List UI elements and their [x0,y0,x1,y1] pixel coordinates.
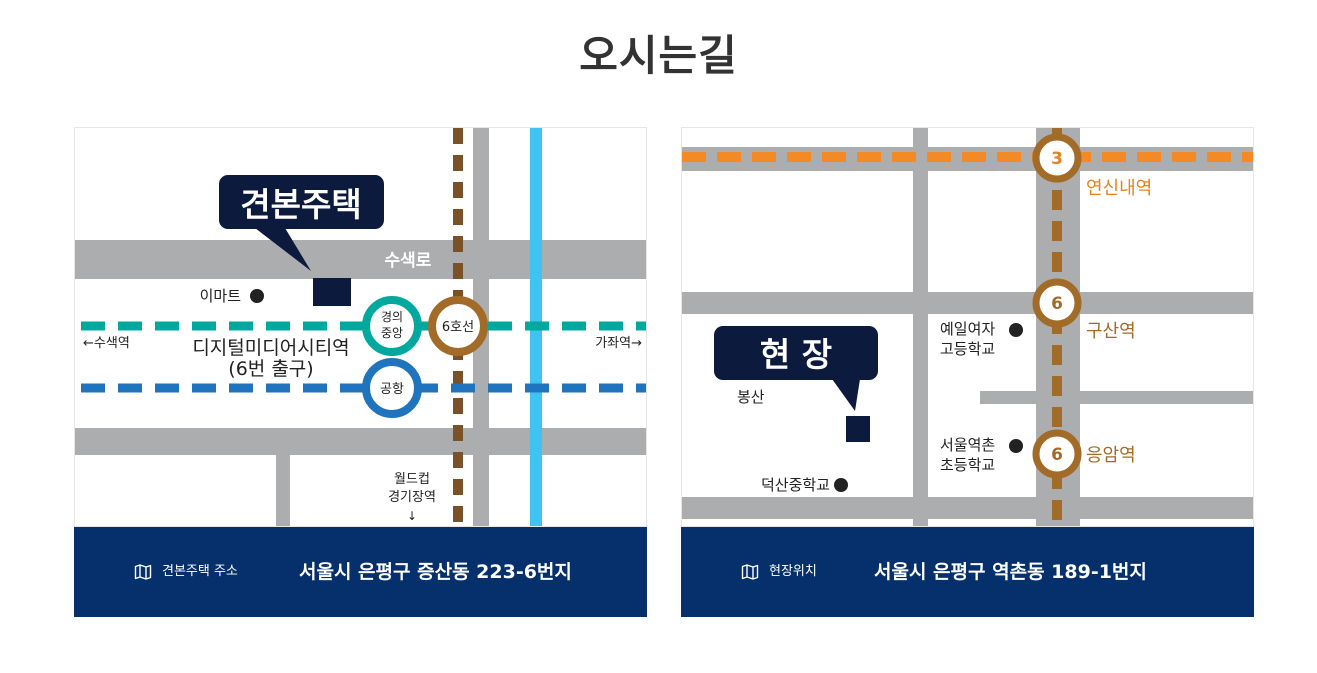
road-bottom [682,497,1253,519]
line6-badge [428,296,488,356]
site-map: 현 장 봉산 예일여자 고등학교 서울역촌 초등학교 덕산중학교 3 연신내역 … [681,127,1254,527]
school-yeil-2: 고등학교 [940,340,995,358]
east-direction-label: 가좌역→ [595,336,642,351]
school-yeokchon-1: 서울역촌 [940,436,995,454]
worldcup-arrow: ↓ [407,509,417,523]
school-yeil-1: 예일여자 [940,320,995,338]
line6-badge-text: 6호선 [442,320,474,335]
gyeongui-badge-text-2: 중앙 [381,326,403,340]
site-callout-text: 현 장 [760,335,832,374]
line6-badge-eungam-text: 6 [1051,445,1063,465]
school-yeokchon-2: 초등학교 [940,456,995,474]
model-house-callout-tail [255,228,311,271]
model-house-address-label: 견본주택 주소 [162,564,238,579]
west-direction-label: ←수색역 [83,336,130,351]
airport-badge-text: 공항 [380,382,404,397]
road-vertical-small [276,455,290,526]
emart-label: 이마트 [200,287,242,305]
airport-badge [362,358,422,418]
site-address: 서울시 은평구 역촌동 189-1번지 [874,561,1147,583]
model-house-address-bar: 견본주택 주소 서울시 은평구 증산동 223-6번지 [74,527,647,617]
line6-badge-eungam [1032,429,1082,479]
line3-badge [1032,133,1082,183]
line6-badge-gusan [1032,278,1082,328]
school-deoksan-dot [834,478,848,492]
dmc-station-exit: (6번 출구) [228,358,313,380]
road-lower [75,428,646,455]
line3-badge-text: 3 [1051,149,1063,169]
map-icon [134,564,152,580]
eungam-station: 응암역 [1086,445,1136,466]
emart-dot [250,289,264,303]
model-house-callout-box [219,175,384,229]
road-vertical-1 [913,128,928,526]
line6-badge-gusan-text: 6 [1051,294,1063,314]
road-label-suseak: 수색로 [385,251,432,271]
school-deoksan: 덕산중학교 [761,476,830,494]
model-house-map-card: 견본주택 수색로 이마트 ←수색역 가좌역→ 디지털미디어시티역 (6번 출구)… [74,127,647,617]
model-house-address: 서울시 은평구 증산동 223-6번지 [299,561,572,583]
bongsan-label: 봉산 [737,388,765,406]
dmc-station-name: 디지털미디어시티역 [192,337,349,359]
school-yeokchon-dot [1009,439,1023,453]
model-house-map: 견본주택 수색로 이마트 ←수색역 가좌역→ 디지털미디어시티역 (6번 출구)… [74,127,647,527]
road-suseak [75,240,646,279]
school-yeil-dot [1009,323,1023,337]
yeonsinnae-station: 연신내역 [1086,178,1152,199]
site-address-label: 현장위치 [769,564,817,579]
gyeongui-badge [362,296,422,356]
map-icon [741,564,759,580]
model-house-callout-text: 견본주택 [240,185,361,224]
worldcup-label-1: 월드컵 [394,472,430,487]
gusan-station: 구산역 [1086,321,1136,342]
site-callout-box [714,326,878,380]
gyeongui-badge-text-1: 경의 [381,310,403,324]
site-callout-tail [832,379,860,411]
site-marker [846,416,870,442]
page-title: 오시는길 [579,31,738,80]
model-house-marker [313,278,351,306]
road-middle [682,292,1253,314]
worldcup-label-2: 경기장역 [388,490,436,505]
site-map-card: 현 장 봉산 예일여자 고등학교 서울역촌 초등학교 덕산중학교 3 연신내역 … [681,127,1254,617]
road-middle-right [980,391,1253,404]
site-address-bar: 현장위치 서울시 은평구 역촌동 189-1번지 [681,527,1254,617]
